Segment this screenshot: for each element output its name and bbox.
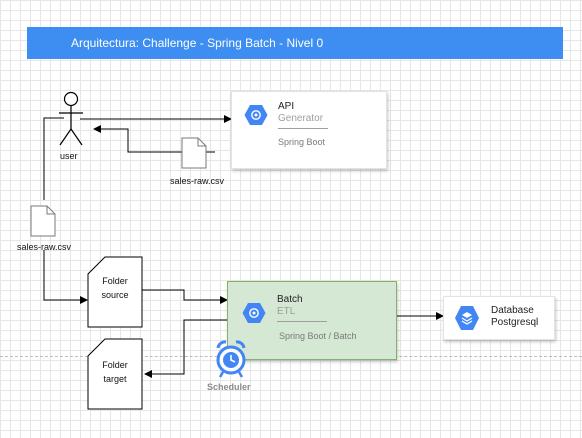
- alarm-clock-icon: [216, 340, 246, 378]
- folder-target-label: Folder target: [91, 358, 139, 386]
- database-stack-icon: [455, 306, 479, 330]
- batch-divider: [277, 321, 327, 322]
- edge-batch-to-target: [144, 319, 227, 378]
- database-line2: Postgresql: [491, 317, 539, 328]
- batch-subtitle: ETL: [277, 306, 296, 317]
- user-label: user: [60, 151, 78, 161]
- file-user-label: sales-raw.csv: [17, 242, 72, 252]
- folder-source-label: Folder source: [91, 274, 139, 302]
- database-line1: Database: [491, 305, 534, 316]
- batch-title: Batch: [277, 294, 303, 305]
- folder-source-icon: [87, 256, 143, 328]
- gcp-hexagon-icon: [244, 105, 268, 125]
- batch-tech-note: Spring Boot / Batch: [279, 331, 357, 341]
- document-icon: [181, 137, 207, 169]
- scheduler-label: Scheduler: [207, 382, 251, 392]
- edge-source-to-batch: [140, 289, 228, 304]
- gcp-hexagon-icon: [242, 303, 266, 323]
- api-generator-node: API Generator Spring Boot: [231, 91, 387, 169]
- database-node: Database Postgresql: [443, 296, 555, 340]
- api-subtitle: Generator: [278, 113, 324, 124]
- edge-api-to-user: [93, 125, 215, 153]
- folder-target-line1: Folder: [102, 360, 128, 370]
- user-actor-icon: [59, 91, 83, 146]
- edge-user-to-api: [43, 117, 64, 200]
- document-icon: [30, 205, 56, 237]
- api-divider: [278, 128, 328, 129]
- folder-target-line2: target: [103, 374, 127, 384]
- folder-target-icon: [87, 338, 143, 410]
- diagram-title: Arquitectura: Challenge - Spring Batch -…: [71, 36, 324, 50]
- api-tech-note: Spring Boot: [278, 137, 326, 147]
- file-api-label: sales-raw.csv: [170, 176, 225, 186]
- folder-source-line1: Folder: [102, 276, 128, 286]
- batch-etl-node: Batch ETL Spring Boot / Batch: [227, 281, 397, 360]
- edge-csv-to-source: [43, 250, 88, 304]
- api-title: API: [278, 101, 295, 112]
- folder-source-line2: source: [101, 290, 129, 300]
- title-bar: Arquitectura: Challenge - Spring Batch -…: [27, 27, 563, 59]
